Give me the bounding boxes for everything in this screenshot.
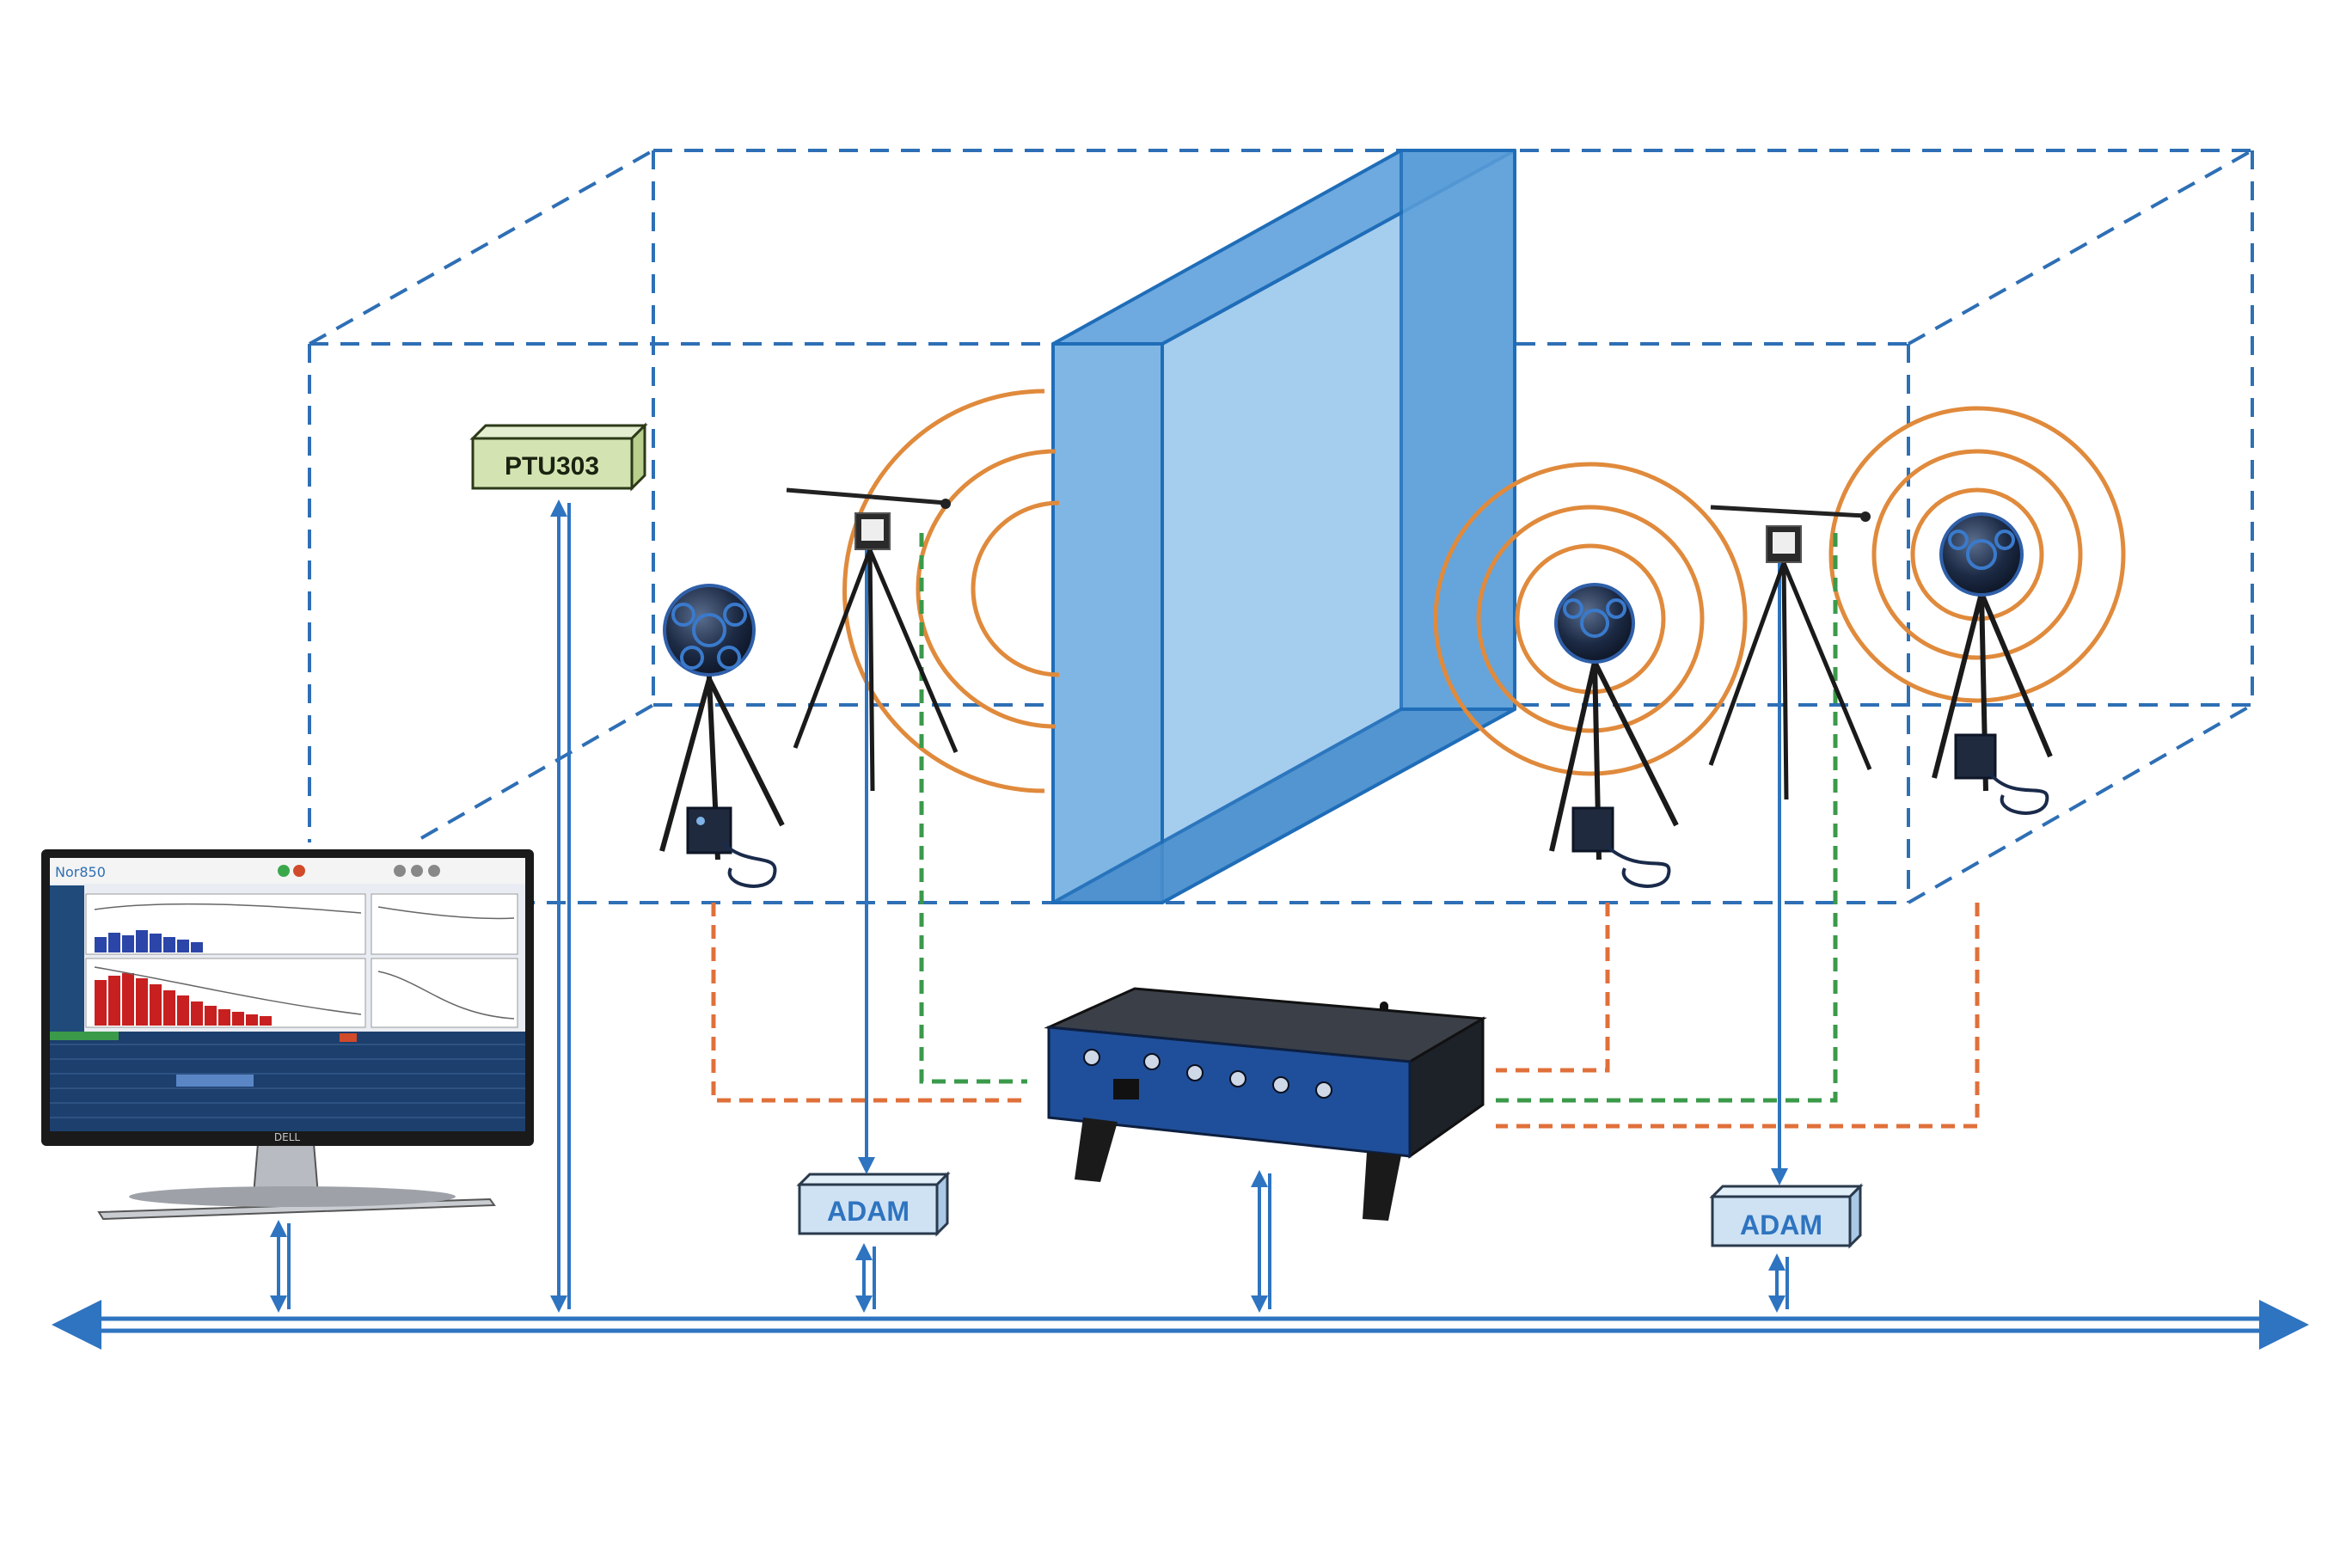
test-wall [1051, 149, 1516, 904]
monitor-app-name: Nor850 [55, 864, 106, 880]
adam-left-label: ADAM [827, 1196, 910, 1227]
adam-right-label: ADAM [1740, 1210, 1822, 1240]
network-bus [95, 1316, 2261, 1333]
bus-arrow-left [52, 1300, 101, 1350]
speaker-cables [711, 903, 1980, 1129]
bus-links [270, 499, 1789, 1313]
boom-microphone-icon [1708, 505, 1872, 800]
monitor-brand: DELL [274, 1131, 301, 1143]
ptu303-sensor: PTU303 [469, 422, 648, 492]
adam-module-left: ADAM [796, 1171, 951, 1237]
boom-microphone-icon [786, 487, 959, 792]
adam-module-right: ADAM [1709, 1183, 1864, 1249]
sound-waves-right-speaker [1828, 406, 2126, 703]
dodecahedron-speaker-icon [1549, 583, 1679, 888]
monitor-icon: DELL Nor850 [41, 849, 534, 1221]
dodecahedron-speaker-icon [1932, 512, 2053, 815]
ptu303-label: PTU303 [505, 452, 599, 481]
sound-waves-source-room [842, 389, 1060, 793]
bus-arrow-right [2259, 1300, 2309, 1350]
microphone-cables [919, 533, 1838, 1103]
dodecahedron-speaker-icon [659, 584, 785, 861]
power-amplifier-icon [686, 806, 777, 888]
nor850-frontend-icon [1044, 987, 1487, 1221]
